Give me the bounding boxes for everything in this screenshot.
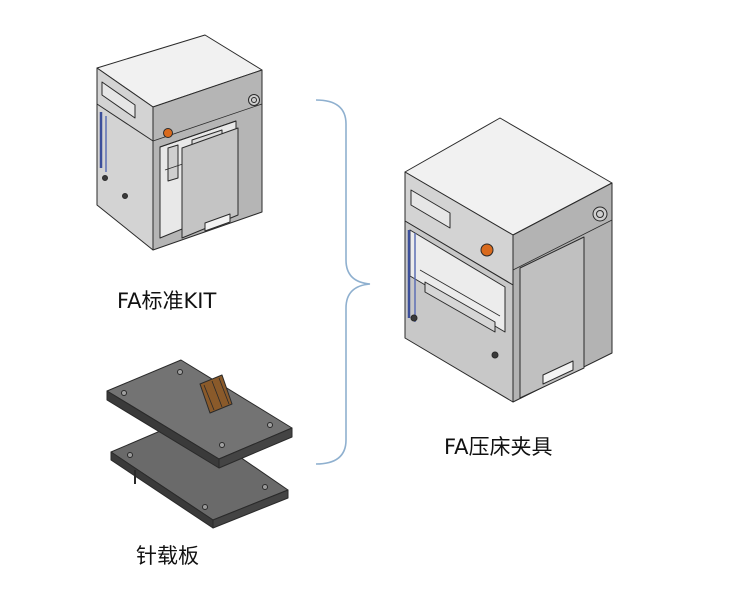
press-fixture-machine <box>404 117 613 403</box>
right-curly-brace-icon <box>315 99 371 465</box>
needle-plate-assembly <box>106 359 293 529</box>
standard-kit-label: FA标准KIT <box>117 289 217 313</box>
press-fixture-label: FA压床夹具 <box>444 435 553 459</box>
standard-kit-machine <box>96 34 263 251</box>
needle-plate-label: 针载板 <box>136 544 199 568</box>
